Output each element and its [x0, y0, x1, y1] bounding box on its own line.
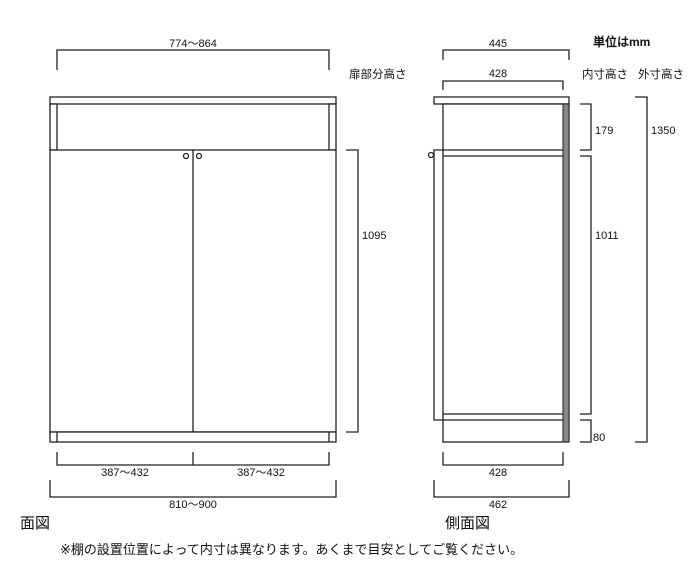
door-knob-icon: [182, 152, 190, 160]
cabinet-inner-height-bracket: [580, 155, 592, 415]
door-profile: [433, 149, 563, 421]
inner-width-bracket: [56, 49, 330, 70]
side-top-board: [433, 96, 570, 105]
outer-height-bracket: [635, 96, 648, 443]
plinth: [49, 431, 337, 443]
unit-label: 単位はmm: [593, 34, 650, 49]
note-text: ※棚の設置位置によって内寸は異なります。あくまで目安としてご覧ください。: [60, 542, 523, 557]
front-view-title: 面図: [20, 515, 50, 532]
outer-width-label: 810〜900: [169, 499, 217, 511]
inner-width-label: 774〜864: [169, 38, 217, 50]
side-view: 単位はmm 内寸高さ 外寸高さ 445 428 179 1011 80 1350…: [427, 34, 684, 532]
outer-depth-bracket: [433, 480, 570, 498]
inner-height-heading: 内寸高さ: [582, 67, 628, 81]
outer-height-heading: 外寸高さ: [638, 67, 684, 81]
outer-height-label: 1350: [651, 125, 675, 137]
plinth-height-label: 80: [593, 432, 605, 444]
upper-space-height-label: 179: [595, 125, 613, 137]
top-depth-bracket: [442, 49, 570, 60]
door-knob-icon: [427, 151, 435, 159]
right-side-upper: [328, 103, 337, 151]
cabinet-inner-height-label: 1011: [595, 230, 619, 242]
front-view: 774〜864 扉部分高さ 1095 387〜432 387〜432 810〜9…: [20, 38, 407, 532]
door-height-label: 1095: [362, 230, 386, 242]
door-height-bracket: [346, 149, 359, 433]
outer-depth-label: 462: [489, 499, 507, 511]
inner-depth-top-label: 428: [489, 68, 507, 80]
door-height-heading: 扉部分高さ: [349, 67, 407, 81]
door-width-left-label: 387〜432: [101, 467, 149, 479]
back-panel: [562, 103, 570, 443]
door-width-right-label: 387〜432: [237, 467, 285, 479]
door-knob-icon: [195, 152, 203, 160]
inner-depth-bottom-bracket: [442, 452, 564, 466]
side-body: [442, 103, 570, 443]
side-view-title: 側面図: [445, 515, 490, 532]
inner-depth-bottom-label: 428: [489, 467, 507, 479]
top-board: [49, 96, 337, 105]
plinth-height-bracket: [580, 419, 592, 443]
upper-space-bracket: [580, 103, 592, 151]
inner-depth-top-bracket: [442, 80, 564, 90]
door-width-bracket: [56, 452, 330, 466]
outer-width-bracket: [49, 480, 337, 498]
left-side-upper: [49, 103, 58, 151]
top-depth-label: 445: [489, 38, 507, 50]
